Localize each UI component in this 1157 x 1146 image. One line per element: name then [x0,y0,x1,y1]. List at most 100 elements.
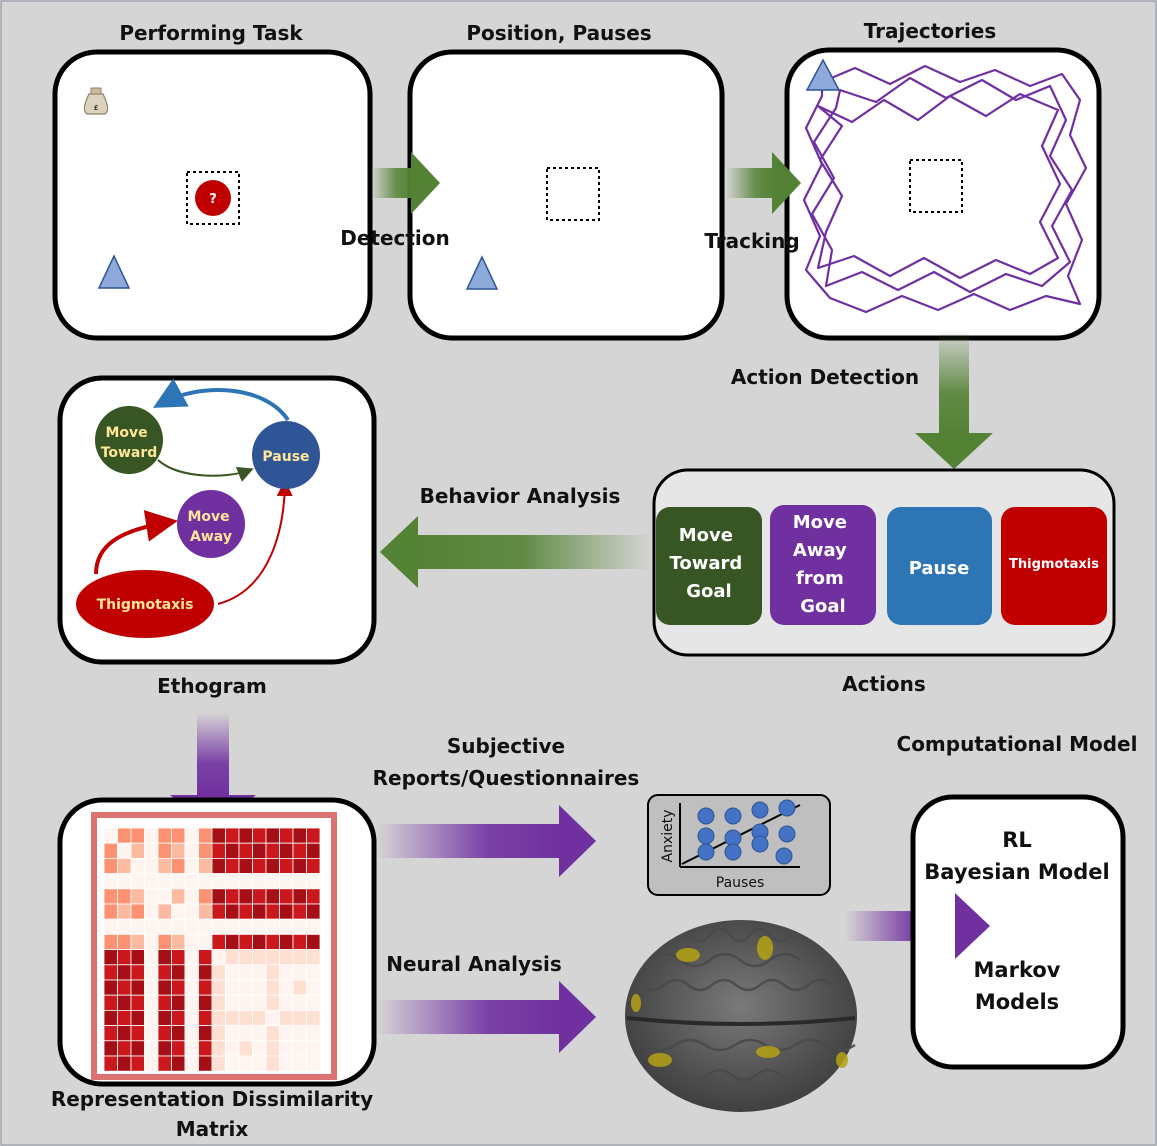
rdm-cell [306,873,321,890]
rdm-cell [184,918,199,935]
rdm-cell [103,1010,118,1027]
rdm-cell [225,964,240,981]
scatter-point [724,807,742,825]
action-move-away [770,505,876,625]
tracking-arrow [726,152,801,214]
rdm-cell [103,934,118,951]
rdm-cell [211,1010,226,1027]
rdm-cell [171,964,186,981]
svg-text:Move Toward: Move Toward [101,425,158,461]
rdm-cell [144,994,159,1011]
rdm-cell [265,858,280,875]
rdm-glow [91,812,337,1080]
rdm-cell [252,1010,267,1027]
scatter-point [778,825,796,843]
rdm-cell [157,873,172,890]
rdm-cell [103,888,118,905]
rdm-cell [198,888,213,905]
rdm-cell [184,949,199,966]
rdm-cell [292,873,307,890]
subjective-label-line2: Reports/Questionnaires [373,766,640,790]
rdm-cell [157,827,172,844]
rdm-cell [225,1040,240,1057]
rdm-cell [279,994,294,1011]
model-panel [910,794,1126,1070]
rdm-cell [238,1040,253,1057]
model-arrowhead [955,893,990,959]
actions-caption: Actions [842,672,926,696]
rdm-cell [279,949,294,966]
subjective-label-line1: Subjective [447,734,565,758]
rdm-cell [238,1010,253,1027]
rdm-cell [265,979,280,996]
rdm-cell [103,994,118,1011]
goal-region [546,167,600,221]
rdm-cell [171,1040,186,1057]
rdm-cell [117,994,132,1011]
rdm-cell [130,1055,145,1072]
rdm-cell [238,979,253,996]
rdm-cell [238,888,253,905]
money-bag-icon: £ [83,87,109,115]
position-panel [407,49,725,341]
rdm-cell [117,888,132,905]
rdm-cell [279,873,294,890]
rdm-cell [211,888,226,905]
ethogram-node-thigmotaxis [76,570,214,638]
rdm-cell [157,918,172,935]
rdm-cell [103,964,118,981]
rdm-cell [211,979,226,996]
rdm-cell [265,873,280,890]
rdm-cell [225,827,240,844]
rdm-cell [198,964,213,981]
rdm-cell [157,1055,172,1072]
rdm-cell [198,994,213,1011]
agent-triangle-icon [97,254,131,289]
rdm-cell [306,979,321,996]
rdm-cell [103,1055,118,1072]
scatter-point [778,799,796,817]
action-move-toward-line3: Goal [686,581,731,602]
rdm-cell [252,979,267,996]
scatter-point [697,827,715,845]
rdm-cell [292,1010,307,1027]
rdm-cell [198,842,213,859]
rdm-cell [292,888,307,905]
svg-text:Move Toward Goal: Move Toward Goal [669,525,748,602]
rdm-cell [117,979,132,996]
rdm-cell [144,934,159,951]
rdm-cell [225,858,240,875]
rdm-cell [306,964,321,981]
rdm-cell [252,827,267,844]
action-move-away-line4: Goal [800,596,845,617]
rdm-cell [279,1025,294,1042]
ethogram-move-toward-line2: Toward [101,445,158,461]
brain-image [625,920,857,1112]
rdm-cell [252,918,267,935]
trajectories-panel-title: Trajectories [864,19,997,43]
rdm-cell [225,994,240,1011]
rdm-cell [279,888,294,905]
rdm-cell [117,1025,132,1042]
rdm-cell [144,873,159,890]
rdm-cell [144,949,159,966]
rdm-cell [265,903,280,920]
rdm-cell [279,1010,294,1027]
rdm-cell [103,918,118,935]
scatter-xlabel: Pauses [716,875,764,891]
rdm-cell [103,827,118,844]
rdm-cell [211,842,226,859]
rdm-cell [238,858,253,875]
detection-label: Detection [340,226,450,250]
rdm-cell [238,964,253,981]
rdm-cell [157,888,172,905]
action-pause-label: Pause [909,558,970,579]
rdm-caption-line1: Representation Dissimilarity [51,1087,373,1111]
reward-circle [195,180,231,216]
rdm-cell [171,1010,186,1027]
rdm-caption-line2: Matrix [176,1117,249,1141]
rdm-cell [198,873,213,890]
rdm-cell [279,858,294,875]
rdm-cell [144,918,159,935]
rdm-cell [171,827,186,844]
